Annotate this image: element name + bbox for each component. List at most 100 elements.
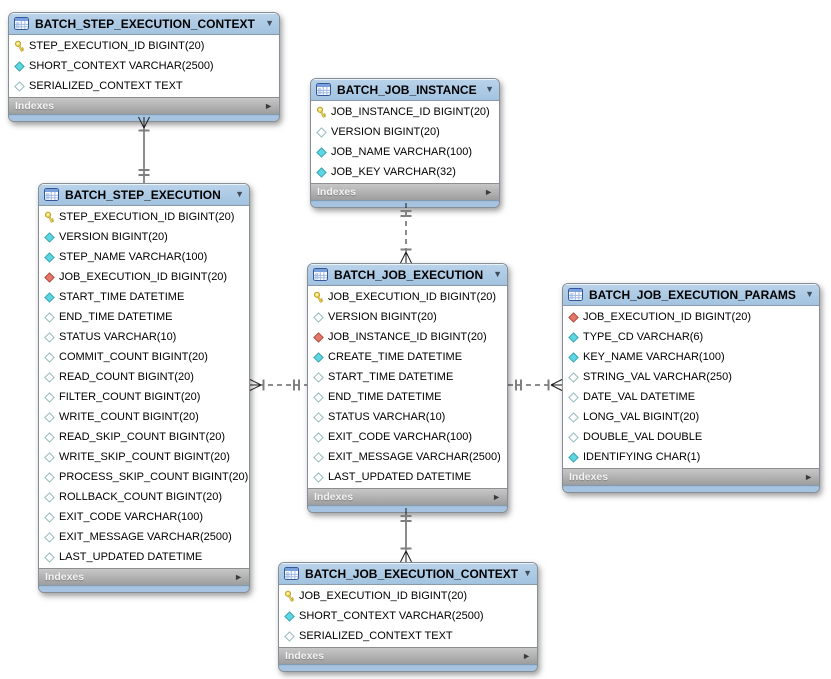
column-row[interactable]: JOB_EXECUTION_ID BIGINT(20) (39, 267, 249, 287)
table-header[interactable]: BATCH_STEP_EXECUTION_CONTEXT▼ (9, 13, 279, 35)
column-nullable-icon (311, 431, 325, 443)
expand-indexes-icon[interactable]: ► (804, 471, 813, 482)
column-label: CREATE_TIME DATETIME (328, 351, 463, 363)
indexes-section[interactable]: Indexes► (563, 468, 819, 485)
expand-indexes-icon[interactable]: ► (492, 491, 501, 502)
relationship-connector-jobexec-to-params[interactable] (508, 379, 563, 391)
column-notnull-icon (566, 451, 580, 463)
column-label: STEP_NAME VARCHAR(100) (59, 251, 208, 263)
column-label: KEY_NAME VARCHAR(100) (583, 351, 725, 363)
table-header[interactable]: BATCH_JOB_EXECUTION_PARAMS▼ (563, 284, 819, 306)
column-row[interactable]: EXIT_MESSAGE VARCHAR(2500) (39, 527, 249, 547)
column-row[interactable]: VERSION BIGINT(20) (311, 122, 499, 142)
table-title: BATCH_JOB_EXECUTION_CONTEXT (305, 566, 519, 581)
collapse-icon[interactable]: ▼ (265, 18, 274, 28)
table-header[interactable]: BATCH_STEP_EXECUTION▼ (39, 184, 249, 206)
table-icon (568, 288, 583, 301)
column-label: START_TIME DATETIME (59, 291, 185, 303)
column-row[interactable]: TYPE_CD VARCHAR(6) (563, 327, 819, 347)
column-row[interactable]: COMMIT_COUNT BIGINT(20) (39, 347, 249, 367)
table-batch-job-execution-context[interactable]: BATCH_JOB_EXECUTION_CONTEXT ▼ JOB_EXECUTIO… (278, 562, 538, 672)
table-batch-job-instance[interactable]: BATCH_JOB_INSTANCE▼JOB_INSTANCE_ID BIGIN… (310, 78, 500, 208)
column-row[interactable]: JOB_KEY VARCHAR(32) (311, 162, 499, 182)
relationship-connector-stepctx-to-stepexec[interactable] (138, 116, 150, 183)
column-label: LAST_UPDATED DATETIME (328, 471, 472, 483)
column-row[interactable]: START_TIME DATETIME (308, 367, 507, 387)
column-row[interactable]: SHORT_CONTEXT VARCHAR(2500) (9, 56, 279, 76)
table-batch-step-execution[interactable]: BATCH_STEP_EXECUTION▼STEP_EXECUTION_ID B… (38, 183, 250, 593)
column-nullable-icon (311, 471, 325, 483)
column-row[interactable]: FILTER_COUNT BIGINT(20) (39, 387, 249, 407)
column-row[interactable]: STRING_VAL VARCHAR(250) (563, 367, 819, 387)
column-nullable-icon (282, 630, 296, 642)
indexes-section[interactable]: Indexes► (308, 488, 507, 505)
column-row[interactable]: PROCESS_SKIP_COUNT BIGINT(20) (39, 467, 249, 487)
column-row[interactable]: JOB_EXECUTION_ID BIGINT(20) (308, 287, 507, 307)
column-row[interactable]: CREATE_TIME DATETIME (308, 347, 507, 367)
expand-indexes-icon[interactable]: ► (522, 650, 531, 661)
column-row[interactable]: STATUS VARCHAR(10) (308, 407, 507, 427)
primary-key-icon (42, 211, 56, 224)
relationship-connector-stepexec-to-jobexec[interactable] (249, 379, 307, 391)
table-batch-step-execution-context[interactable]: BATCH_STEP_EXECUTION_CONTEXT▼STEP_EXECUT… (8, 12, 280, 122)
column-label: START_TIME DATETIME (328, 371, 454, 383)
column-nullable-icon (42, 451, 56, 463)
indexes-section[interactable]: Indexes► (279, 647, 537, 664)
column-row[interactable]: LONG_VAL BIGINT(20) (563, 407, 819, 427)
column-row[interactable]: EXIT_CODE VARCHAR(100) (39, 507, 249, 527)
column-row[interactable]: START_TIME DATETIME (39, 287, 249, 307)
collapse-icon[interactable]: ▼ (805, 289, 814, 299)
column-row[interactable]: JOB_EXECUTION_ID BIGINT(20) (563, 307, 819, 327)
column-row[interactable]: JOB_EXECUTION_ID BIGINT(20) (279, 586, 537, 606)
column-row[interactable]: STEP_EXECUTION_ID BIGINT(20) (9, 36, 279, 56)
column-row[interactable]: LAST_UPDATED DATETIME (39, 547, 249, 567)
expand-indexes-icon[interactable]: ► (484, 186, 493, 197)
collapse-icon[interactable]: ▼ (235, 189, 244, 199)
table-batch-job-execution-params[interactable]: BATCH_JOB_EXECUTION_PARAMS▼JOB_EXECUTION… (562, 283, 820, 493)
column-list: STEP_EXECUTION_ID BIGINT(20)SHORT_CONTEX… (9, 35, 279, 97)
column-row[interactable]: SHORT_CONTEXT VARCHAR(2500) (279, 606, 537, 626)
relationship-connector-jobexec-to-jobctx[interactable] (400, 508, 412, 563)
column-row[interactable]: IDENTIFYING CHAR(1) (563, 447, 819, 467)
table-header[interactable]: BATCH_JOB_INSTANCE▼ (311, 79, 499, 101)
column-row[interactable]: DOUBLE_VAL DOUBLE (563, 427, 819, 447)
column-row[interactable]: STEP_NAME VARCHAR(100) (39, 247, 249, 267)
column-row[interactable]: END_TIME DATETIME (39, 307, 249, 327)
column-row[interactable]: WRITE_COUNT BIGINT(20) (39, 407, 249, 427)
column-row[interactable]: VERSION BIGINT(20) (39, 227, 249, 247)
column-row[interactable]: DATE_VAL DATETIME (563, 387, 819, 407)
indexes-section[interactable]: Indexes► (9, 97, 279, 114)
column-row[interactable]: READ_SKIP_COUNT BIGINT(20) (39, 427, 249, 447)
collapse-icon[interactable]: ▼ (493, 269, 502, 279)
collapse-icon[interactable]: ▼ (485, 84, 494, 94)
column-row[interactable]: STEP_EXECUTION_ID BIGINT(20) (39, 207, 249, 227)
relationship-connector-jobinstance-to-jobexec[interactable] (400, 203, 412, 264)
column-row[interactable]: EXIT_MESSAGE VARCHAR(2500) (308, 447, 507, 467)
expand-indexes-icon[interactable]: ► (264, 100, 273, 111)
column-row[interactable]: JOB_NAME VARCHAR(100) (311, 142, 499, 162)
column-notnull-icon (311, 351, 325, 363)
table-batch-job-execution[interactable]: BATCH_JOB_EXECUTION▼JOB_EXECUTION_ID BIG… (307, 263, 508, 513)
column-row[interactable]: WRITE_SKIP_COUNT BIGINT(20) (39, 447, 249, 467)
column-row[interactable]: END_TIME DATETIME (308, 387, 507, 407)
table-header[interactable]: BATCH_JOB_EXECUTION_CONTEXT ▼ (279, 563, 537, 585)
column-notnull-icon (42, 231, 56, 243)
collapse-icon[interactable]: ▼ (523, 568, 532, 578)
column-row[interactable]: VERSION BIGINT(20) (308, 307, 507, 327)
column-row[interactable]: SERIALIZED_CONTEXT TEXT (9, 76, 279, 96)
column-row[interactable]: EXIT_CODE VARCHAR(100) (308, 427, 507, 447)
column-row[interactable]: ROLLBACK_COUNT BIGINT(20) (39, 487, 249, 507)
table-header[interactable]: BATCH_JOB_EXECUTION▼ (308, 264, 507, 286)
column-row[interactable]: LAST_UPDATED DATETIME (308, 467, 507, 487)
indexes-section[interactable]: Indexes► (39, 568, 249, 585)
expand-indexes-icon[interactable]: ► (234, 571, 243, 582)
column-label: EXIT_CODE VARCHAR(100) (59, 511, 204, 523)
column-row[interactable]: SERIALIZED_CONTEXT TEXT (279, 626, 537, 646)
indexes-section[interactable]: Indexes► (311, 183, 499, 200)
column-row[interactable]: KEY_NAME VARCHAR(100) (563, 347, 819, 367)
column-row[interactable]: JOB_INSTANCE_ID BIGINT(20) (311, 102, 499, 122)
column-row[interactable]: READ_COUNT BIGINT(20) (39, 367, 249, 387)
column-row[interactable]: JOB_INSTANCE_ID BIGINT(20) (308, 327, 507, 347)
column-row[interactable]: STATUS VARCHAR(10) (39, 327, 249, 347)
